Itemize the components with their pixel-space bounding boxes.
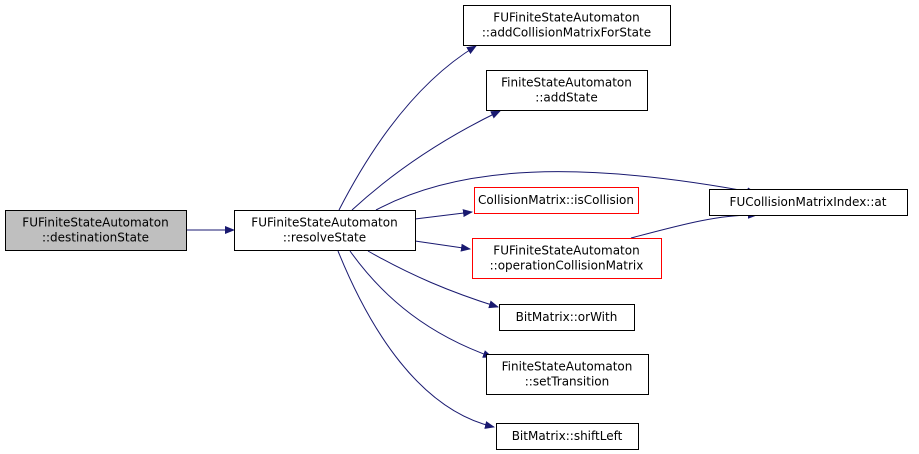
node-orWith[interactable]: BitMatrix::orWith	[499, 304, 635, 331]
node-label-resolve-line-0: FUFiniteStateAutomaton	[251, 216, 397, 230]
node-isCollision[interactable]: CollisionMatrix::isCollision	[474, 187, 639, 214]
node-setTransition[interactable]: FiniteStateAutomaton::setTransition	[486, 354, 649, 395]
edge-resolve-to-shiftLeft	[337, 250, 495, 429]
node-label-resolve-line-1: ::resolveState	[283, 231, 366, 245]
node-box-orWith	[499, 304, 635, 331]
node-shiftLeft[interactable]: BitMatrix::shiftLeft	[496, 423, 639, 450]
node-label-opCollision-line-0: FUFiniteStateAutomaton	[493, 244, 639, 258]
node-box-destination	[5, 210, 187, 251]
node-label-destination-line-1: ::destinationState	[42, 231, 149, 245]
node-box-at	[709, 189, 908, 216]
node-destination: FUFiniteStateAutomaton::destinationState	[5, 210, 187, 251]
node-addState[interactable]: FiniteStateAutomaton::addState	[486, 70, 648, 111]
node-box-resolve	[234, 210, 416, 251]
node-opCollision[interactable]: FUFiniteStateAutomaton::operationCollisi…	[472, 238, 662, 279]
node-box-shiftLeft	[496, 423, 639, 450]
node-box-setTransition	[486, 354, 649, 395]
edge-resolve-to-setTransition	[349, 250, 493, 358]
node-box-addState	[486, 70, 648, 111]
edge-resolve-to-isCollision	[414, 209, 473, 220]
node-box-isCollision	[474, 187, 639, 214]
edge-resolve-to-at	[375, 171, 757, 211]
node-label-addState-line-0: FiniteStateAutomaton	[501, 76, 632, 90]
node-box-addCollision	[463, 5, 671, 46]
node-label-setTransition-line-0: FiniteStateAutomaton	[502, 360, 633, 374]
edge-resolve-to-addState	[351, 110, 501, 211]
node-resolve[interactable]: FUFiniteStateAutomaton::resolveState	[234, 210, 416, 251]
node-label-isCollision-line-0: CollisionMatrix::isCollision	[478, 193, 634, 207]
node-at[interactable]: FUCollisionMatrixIndex::at	[709, 189, 908, 216]
node-label-at-line-0: FUCollisionMatrixIndex::at	[730, 195, 887, 209]
node-label-shiftLeft-line-0: BitMatrix::shiftLeft	[512, 429, 623, 443]
edge-resolve-to-addCollision	[338, 45, 477, 211]
node-addCollision[interactable]: FUFiniteStateAutomaton::addCollisionMatr…	[463, 5, 671, 46]
node-label-addState-line-1: ::addState	[535, 91, 597, 105]
node-label-opCollision-line-1: ::operationCollisionMatrix	[490, 259, 644, 273]
nodes-layer: FUFiniteStateAutomaton::destinationState…	[5, 5, 908, 450]
edge-opCollision-to-at	[630, 210, 758, 239]
node-label-destination-line-0: FUFiniteStateAutomaton	[22, 216, 168, 230]
node-label-orWith-line-0: BitMatrix::orWith	[516, 310, 618, 324]
node-label-addCollision-line-0: FUFiniteStateAutomaton	[493, 11, 639, 25]
node-box-opCollision	[472, 238, 662, 279]
node-label-setTransition-line-1: ::setTransition	[525, 375, 609, 389]
edge-resolve-to-orWith	[367, 250, 499, 309]
edge-resolve-to-opCollision	[414, 240, 471, 252]
node-label-addCollision-line-1: ::addCollisionMatrixForState	[482, 26, 651, 40]
